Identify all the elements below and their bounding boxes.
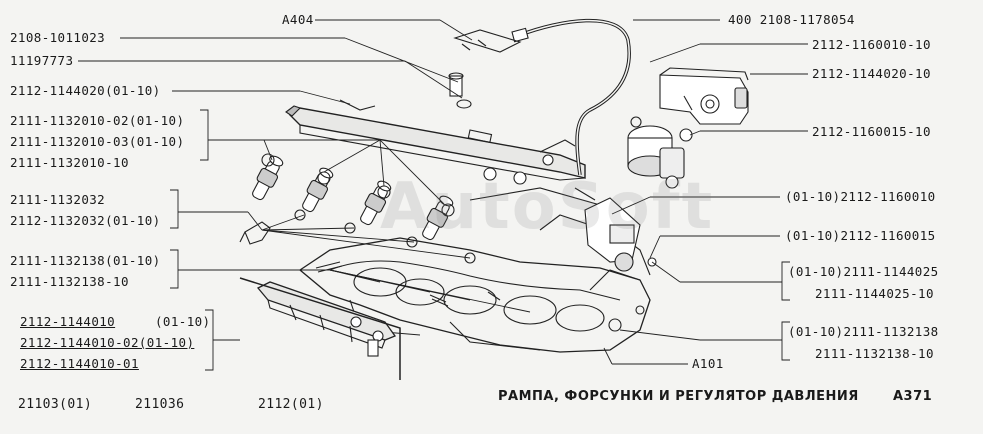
- footer-model-2112: 2112(01): [258, 397, 324, 412]
- callout-a101: A101: [692, 356, 724, 371]
- fuel-hose-drawing: [453, 18, 631, 176]
- callout-01-10-2111-1144025: (01-10)2111-1144025: [788, 264, 939, 279]
- callout-11197773: 11197773: [10, 53, 74, 68]
- callout-2111-1144025-10: 2111-1144025-10: [815, 286, 934, 301]
- callout-2112-1144010-note: (01-10): [155, 314, 211, 329]
- clip-bracket-drawing: [239, 221, 271, 245]
- callout-2112-1144020-10: 2112-1144020-10: [812, 66, 931, 81]
- bolt-drawing: [448, 72, 472, 109]
- callout-01-10-2112-1160015: (01-10)2112-1160015: [785, 228, 936, 243]
- callout-2111-1132010-10: 2111-1132010-10: [10, 155, 129, 170]
- callout-2111-1132010-03: 2111-1132010-03(01-10): [10, 134, 185, 149]
- callout-2108-1011023: 2108-1011023: [10, 30, 106, 45]
- rail-end-fitting-drawing: [659, 67, 749, 125]
- callout-2112-1144010-02: 2112-1144010-02(01-10): [20, 335, 195, 350]
- callout-2111-1132138-10-b: 2111-1132138-10: [815, 346, 934, 361]
- callout-hose: 400 2108-1178054: [728, 12, 855, 27]
- callout-2112-1160010-10: 2112-1160010-10: [812, 37, 931, 52]
- callout-2111-1132138-01-10: 2111-1132138(01-10): [10, 253, 161, 268]
- diagram-title: РАМПА, ФОРСУНКИ И РЕГУЛЯТОР ДАВЛЕНИЯ: [498, 389, 859, 404]
- injectors-drawing: [252, 153, 476, 264]
- page-code: A371: [893, 389, 933, 404]
- callout-2111-1132032: 2111-1132032: [10, 192, 106, 207]
- callout-2111-1132138-10: 2111-1132138-10: [10, 274, 129, 289]
- callout-2112-1144020-01-10: 2112-1144020(01-10): [10, 83, 161, 98]
- callout-2112-1132032: 2112-1132032(01-10): [10, 213, 161, 228]
- callout-01-10-2112-1160010: (01-10)2112-1160010: [785, 189, 936, 204]
- cylinder-head-drawing: [298, 187, 651, 353]
- callout-a404: A404: [282, 12, 314, 27]
- callout-2112-1160015-10: 2112-1160015-10: [812, 124, 931, 139]
- footer-model-211036: 211036: [135, 397, 185, 412]
- fuel-rail-alt-drawing: [256, 281, 397, 357]
- callout-2112-1144010: 2112-1144010: [20, 314, 116, 329]
- callout-2112-1144010-01: 2112-1144010-01: [20, 356, 139, 371]
- idle-air-valve-drawing: [574, 187, 657, 272]
- pressure-regulator-drawing: [627, 116, 693, 189]
- leader-lines: [78, 19, 808, 371]
- callout-01-10-2111-1132138: (01-10)2111-1132138: [788, 324, 939, 339]
- callout-2111-1132010-02: 2111-1132010-02(01-10): [10, 113, 185, 128]
- footer-model-21103: 21103(01): [18, 397, 93, 412]
